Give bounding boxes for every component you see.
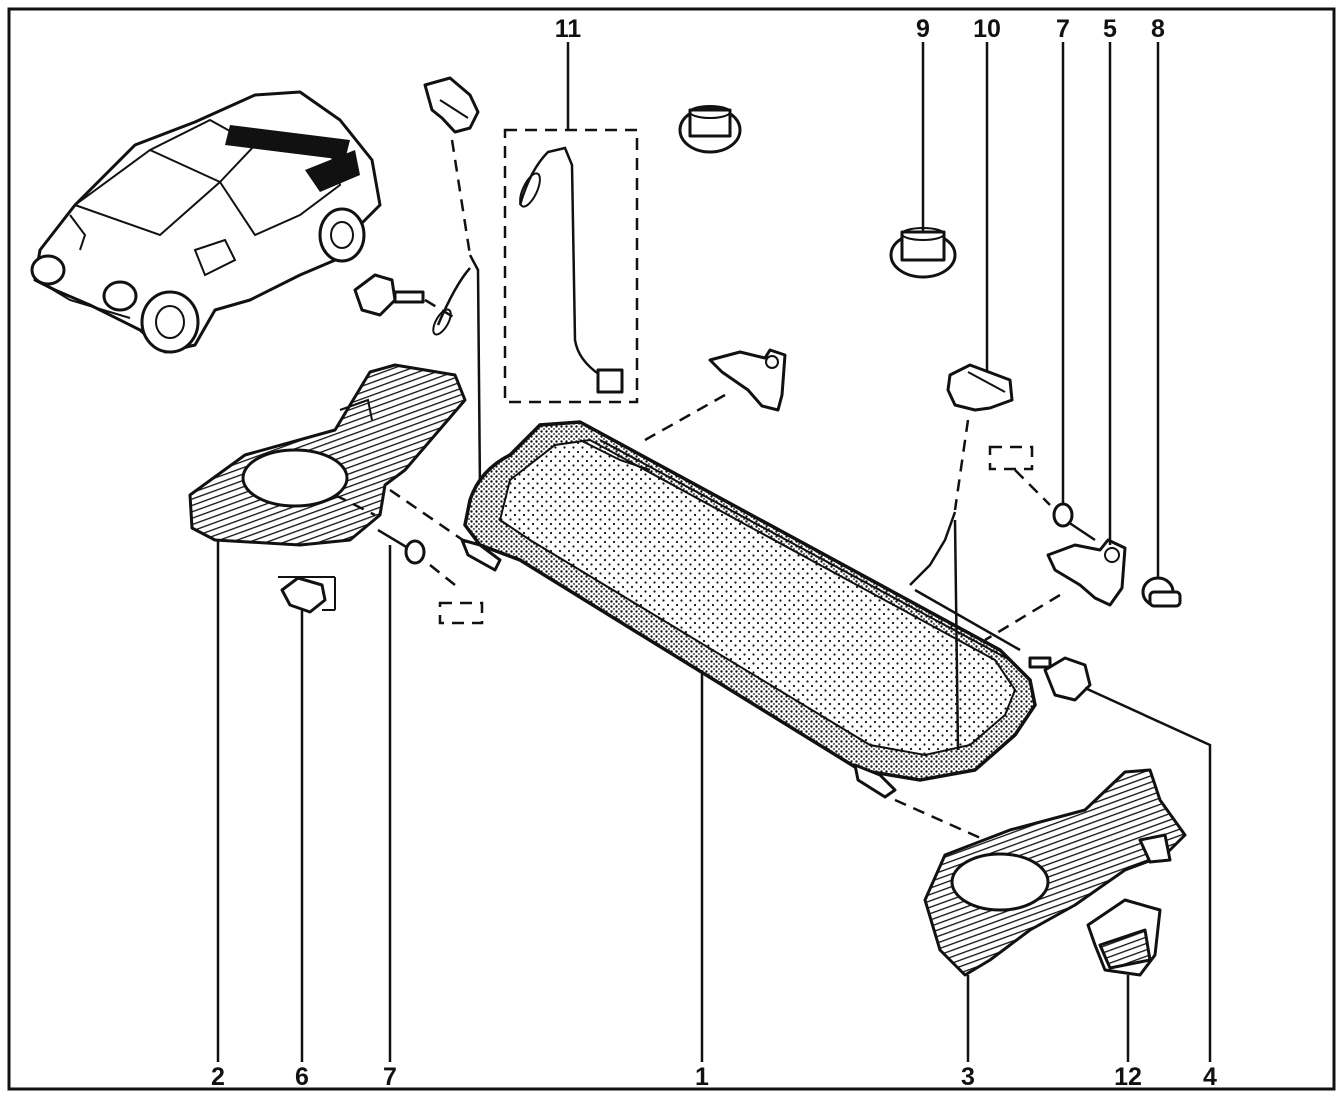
callout-11: 11 — [555, 15, 582, 43]
callout-4: 4 — [1203, 1063, 1217, 1091]
screw-7-left — [334, 493, 484, 625]
parcel-shelf-1 — [460, 420, 1037, 799]
leader-4 — [1084, 686, 1212, 1062]
upper-clip-left — [423, 76, 482, 491]
screw-7-top — [1052, 502, 1096, 542]
callout-8: 8 — [1151, 15, 1165, 43]
callout-10: 10 — [973, 15, 1001, 43]
callout-2: 2 — [211, 1063, 225, 1091]
side-trim-left-2 — [188, 363, 467, 547]
knob-8 — [1141, 576, 1182, 608]
callout-5: 5 — [1103, 15, 1117, 43]
shelf-hinge-10 — [909, 363, 1014, 751]
grommet-9 — [889, 227, 957, 279]
cable-assembly-11 — [503, 128, 639, 404]
stud-left — [353, 273, 456, 320]
car-location-thumbnail — [30, 90, 382, 354]
clip-6 — [278, 576, 336, 614]
diagram-border — [7, 7, 1336, 1091]
mounting-point-top-right — [988, 445, 1051, 506]
callout-12: 12 — [1114, 1063, 1142, 1091]
side-trim-right-3 — [923, 768, 1187, 977]
callout-3: 3 — [961, 1063, 975, 1091]
stud-4 — [1028, 656, 1092, 702]
grommet-top — [678, 105, 742, 154]
clip-12 — [1086, 898, 1162, 977]
callout-7-top: 7 — [1056, 15, 1070, 43]
callout-1: 1 — [695, 1063, 709, 1091]
shelf-hinge-left — [644, 348, 787, 442]
callout-7-bottom: 7 — [383, 1063, 397, 1091]
callout-6: 6 — [295, 1063, 309, 1091]
callout-9: 9 — [916, 15, 930, 43]
hinge-bracket-5 — [984, 538, 1127, 642]
